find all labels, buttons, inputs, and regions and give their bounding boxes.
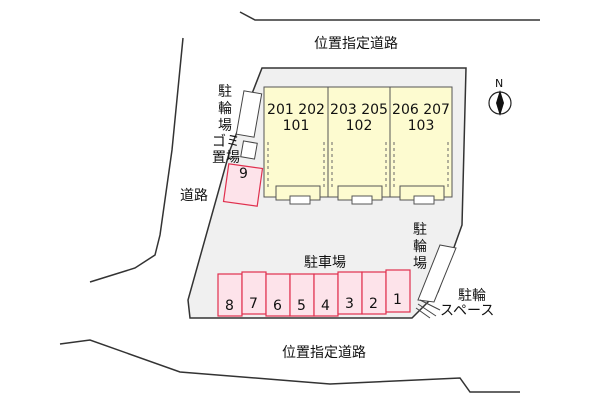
parking-label: 駐車場	[304, 255, 346, 271]
building-unit-2	[327, 86, 391, 198]
bike-space-label-line2: スペース	[440, 303, 495, 319]
building-3-lower-label: 103	[407, 118, 435, 134]
garbage-label: ゴミ置場	[212, 134, 240, 166]
building-block	[263, 86, 453, 205]
parking-space-number: 2	[369, 296, 378, 312]
building-3-upper-label: 206 207	[392, 102, 450, 118]
parking-space	[217, 273, 243, 317]
left-road-edge	[89, 37, 184, 283]
bicycle-parking-left-label: 駐輪場	[218, 84, 232, 134]
building-2-upper-label: 203 205	[330, 102, 388, 118]
building-unit-1	[263, 86, 329, 198]
parking-space-number: 8	[225, 298, 234, 314]
parking-space	[313, 273, 339, 317]
north-arrow-icon	[496, 90, 504, 116]
building-unit-3	[389, 86, 453, 198]
bicycle-parking-right-area	[417, 244, 457, 303]
parking-space-extra-number: 9	[239, 166, 248, 182]
building-2-lower-label: 102	[345, 118, 373, 134]
top-road-edge	[239, 11, 540, 21]
parking-spaces	[217, 163, 411, 317]
parking-space	[265, 273, 291, 317]
parking-space-number: 4	[321, 298, 330, 314]
parking-space-number: 3	[345, 296, 354, 312]
north-label: N	[495, 77, 504, 90]
parking-space-number: 7	[249, 296, 258, 312]
bottom-road-edge	[59, 339, 520, 393]
parking-space-number: 1	[393, 292, 402, 308]
bicycle-parking-left-area	[235, 90, 263, 138]
bike-space-hatching	[415, 299, 441, 319]
left-road-label: 道路	[180, 188, 208, 204]
entrance-porch-3	[413, 195, 435, 205]
parking-space	[337, 271, 363, 315]
building-1-upper-label: 201 202	[267, 102, 325, 118]
entrance-porch-1	[289, 195, 311, 205]
parking-space	[385, 269, 411, 313]
garbage-area	[240, 140, 258, 160]
north-arrow	[488, 90, 512, 116]
bicycle-parking-right-label: 駐輪場	[413, 222, 427, 272]
bike-space-label-line1: 駐輪	[458, 288, 486, 304]
parking-space-number: 6	[273, 298, 282, 314]
bottom-road-label: 位置指定道路	[282, 345, 366, 361]
top-road-label: 位置指定道路	[314, 36, 398, 52]
parking-space-number: 5	[297, 298, 306, 314]
building-1-lower-label: 101	[282, 118, 310, 134]
parking-space-extra	[222, 163, 264, 207]
entrance-porch-2	[351, 195, 373, 205]
